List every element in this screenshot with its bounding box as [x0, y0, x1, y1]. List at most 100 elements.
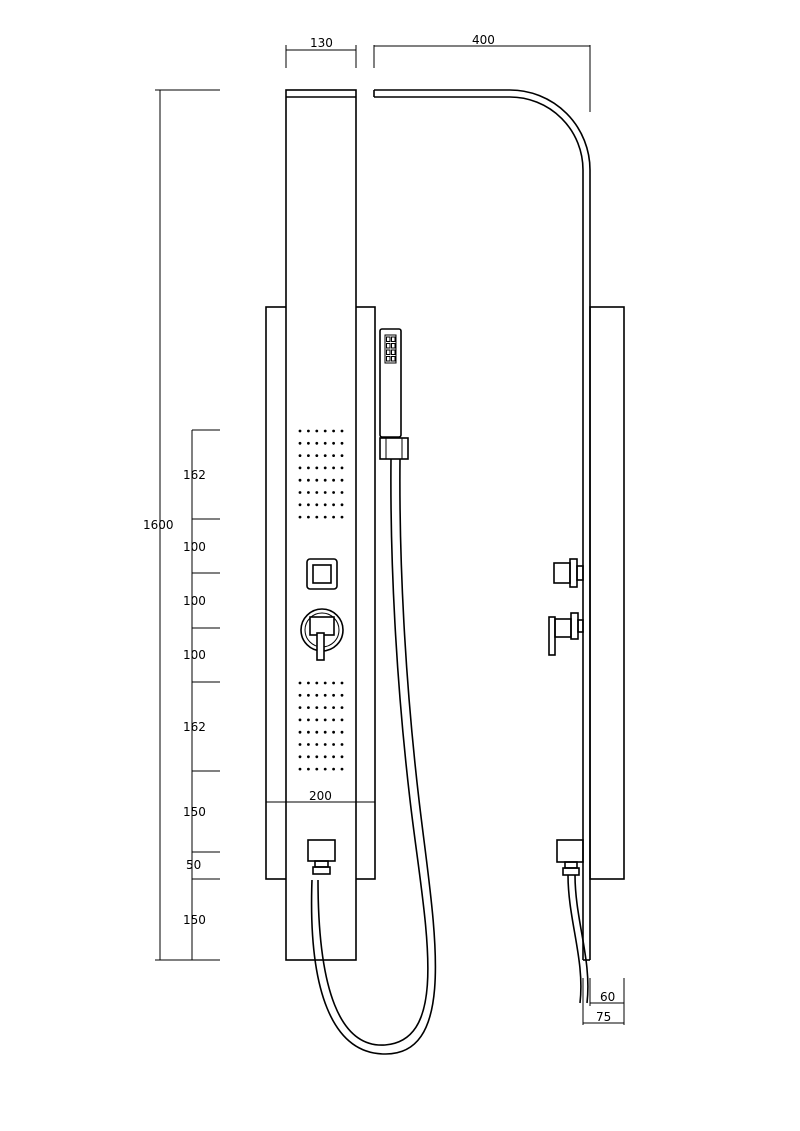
nozzle-dot [332, 441, 335, 445]
hand-shower-spray-hole [391, 336, 396, 342]
nozzle-dot [307, 693, 310, 697]
dim-backplate-width: 200 [309, 789, 332, 803]
dim-wall-offset-60: 60 [600, 990, 615, 1004]
nozzle-dot [340, 706, 344, 709]
hand-shower-spray-hole [386, 343, 391, 349]
hand-shower-spray-hole [391, 356, 396, 362]
nozzle-dot [315, 478, 319, 482]
nozzle-dot [315, 767, 319, 771]
hand-shower-holder [379, 437, 409, 460]
nozzle-dot [307, 743, 310, 746]
nozzle-dot [298, 706, 302, 709]
dim-seg-1: 162 [183, 468, 206, 482]
nozzle-dot [340, 491, 344, 494]
hand-shower-spray-hole [386, 336, 391, 342]
nozzle-dot [298, 755, 302, 759]
nozzle-dot [323, 767, 327, 771]
nozzle-dot [323, 466, 327, 470]
dim-seg-2: 100 [183, 540, 206, 554]
nozzle-dot [332, 755, 335, 759]
nozzle-dot [298, 478, 302, 482]
nozzle-dot [298, 743, 302, 746]
nozzle-dot [340, 730, 344, 734]
nozzle-dot [340, 478, 344, 482]
nozzle-dot [298, 693, 302, 697]
nozzle-dot [332, 466, 335, 470]
nozzle-dot [323, 515, 327, 519]
side-mixer-lever [548, 612, 584, 656]
nozzle-dot [332, 515, 335, 519]
hand-shower-head [379, 328, 402, 438]
nozzle-dot [315, 515, 319, 519]
upper-body-jet-nozzles [298, 429, 344, 519]
nozzle-dot [307, 466, 310, 470]
nozzle-dot [315, 429, 319, 433]
side-diverter-knob [553, 558, 584, 588]
dim-seg-5: 162 [183, 720, 206, 734]
side-hose-outlet [556, 839, 584, 876]
dim-side-depth: 400 [472, 33, 495, 47]
nozzle-dot [307, 755, 310, 759]
mixer-lever [300, 608, 344, 661]
nozzle-dot [323, 681, 327, 685]
nozzle-dot [340, 767, 344, 771]
nozzle-dot [340, 681, 344, 685]
nozzle-dot [315, 503, 319, 507]
front-hose-outlet [307, 839, 336, 875]
nozzle-dot [315, 454, 319, 457]
nozzle-dot [323, 441, 327, 445]
hand-shower-hose [310, 458, 437, 1055]
dim-seg-6: 150 [183, 805, 206, 819]
side-view [373, 89, 625, 1004]
nozzle-dot [315, 718, 319, 722]
nozzle-dot [323, 718, 327, 722]
nozzle-dot [332, 743, 335, 746]
nozzle-dot [323, 755, 327, 759]
nozzle-dot [315, 743, 319, 746]
nozzle-dot [298, 441, 302, 445]
hand-shower-spray-hole [386, 356, 391, 362]
nozzle-dot [323, 693, 327, 697]
nozzle-dot [315, 681, 319, 685]
nozzle-dot [307, 730, 310, 734]
nozzle-dot [315, 491, 319, 494]
nozzle-dot [298, 681, 302, 685]
nozzle-dot [298, 515, 302, 519]
nozzle-dot [323, 478, 327, 482]
nozzle-dot [332, 706, 335, 709]
nozzle-dot [332, 767, 335, 771]
nozzle-dot [307, 454, 310, 457]
nozzle-dot [298, 730, 302, 734]
nozzle-dot [298, 767, 302, 771]
nozzle-dot [340, 718, 344, 722]
nozzle-dot [298, 503, 302, 507]
dim-top-panel-width: 130 [310, 36, 333, 50]
nozzle-dot [323, 503, 327, 507]
nozzle-dot [323, 706, 327, 709]
nozzle-dot [323, 743, 327, 746]
nozzle-dot [332, 454, 335, 457]
nozzle-dot [315, 693, 319, 697]
nozzle-dot [340, 503, 344, 507]
nozzle-dot [332, 478, 335, 482]
nozzle-dot [332, 429, 335, 433]
nozzle-dot [307, 491, 310, 494]
nozzle-dot [315, 441, 319, 445]
dim-seg-4: 100 [183, 648, 206, 662]
nozzle-dot [315, 706, 319, 709]
nozzle-dot [307, 767, 310, 771]
nozzle-dot [298, 454, 302, 457]
nozzle-dot [315, 730, 319, 734]
nozzle-dot [307, 429, 310, 433]
nozzle-dot [332, 503, 335, 507]
nozzle-dot [340, 466, 344, 470]
nozzle-dot [332, 681, 335, 685]
nozzle-dot [323, 730, 327, 734]
hand-shower-spray-hole [391, 349, 396, 355]
nozzle-dot [340, 454, 344, 457]
lower-body-jet-nozzles [298, 681, 344, 771]
nozzle-dot [298, 466, 302, 470]
nozzle-dot [315, 755, 319, 759]
front-column [285, 89, 357, 961]
